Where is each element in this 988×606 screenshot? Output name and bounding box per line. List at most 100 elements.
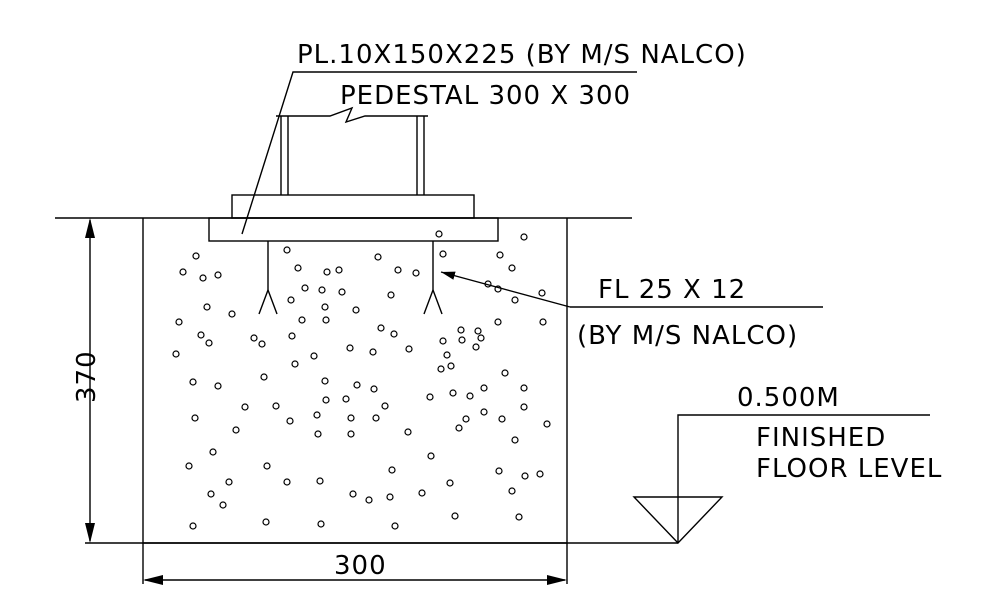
level-value: 0.500M	[737, 383, 840, 413]
aggregate-dot	[250, 334, 258, 342]
aggregate-dot	[427, 452, 435, 460]
level-triangle	[632, 496, 724, 545]
aggregate-dot	[443, 351, 451, 359]
aggregate-dot	[294, 264, 302, 272]
height-arrow-bottom	[85, 523, 95, 543]
aggregate-dot	[260, 373, 268, 381]
width-arrow-right	[547, 575, 567, 585]
aggregate-dot	[301, 284, 309, 292]
aggregate-dot	[437, 365, 445, 373]
aggregate-dot	[179, 268, 187, 276]
level-label-line1: FINISHED	[756, 423, 886, 453]
aggregate-dot	[205, 339, 213, 347]
aggregate-dot	[494, 318, 502, 326]
aggregate-dot	[370, 385, 378, 393]
aggregate-dot	[189, 522, 197, 530]
aggregate-dot	[323, 268, 331, 276]
aggregate-dot	[207, 490, 215, 498]
aggregate-dot	[349, 490, 357, 498]
aggregate-dot	[291, 360, 299, 368]
aggregate-dot	[175, 318, 183, 326]
aggregate-dot	[321, 303, 329, 311]
aggregate-dot	[338, 288, 346, 296]
concrete-aggregate	[172, 230, 551, 530]
aggregate-dot	[496, 251, 504, 259]
flat-label-line1: FL 25 X 12	[598, 275, 746, 305]
aggregate-dot	[520, 384, 528, 392]
aggregate-dot	[501, 369, 509, 377]
plate-leader	[241, 71, 637, 235]
aggregate-dot	[435, 230, 443, 238]
aggregate-dot	[214, 271, 222, 279]
aggregate-dot	[262, 518, 270, 526]
width-arrow-left	[143, 575, 163, 585]
aggregate-dot	[287, 296, 295, 304]
height-dimension-label: 370	[72, 350, 102, 403]
aggregate-dot	[342, 395, 350, 403]
aggregate-dot	[439, 337, 447, 345]
level-label-line2: FLOOR LEVEL	[756, 454, 942, 484]
aggregate-dot	[405, 345, 413, 353]
flat-label-line2: (BY M/S NALCO)	[577, 321, 798, 351]
aggregate-dot	[447, 362, 455, 370]
aggregate-dot	[347, 430, 355, 438]
aggregate-dot	[508, 487, 516, 495]
aggregate-dot	[543, 420, 551, 428]
aggregate-dot	[381, 402, 389, 410]
aggregate-dot	[474, 327, 482, 335]
aggregate-dot	[508, 264, 516, 272]
aggregate-dot	[225, 478, 233, 486]
anchor-bar-right	[423, 241, 443, 315]
aggregate-dot	[335, 266, 343, 274]
aggregate-dot	[365, 496, 373, 504]
aggregate-dot	[520, 403, 528, 411]
aggregate-dot	[318, 286, 326, 294]
aggregate-dot	[189, 378, 197, 386]
base-plate	[208, 217, 499, 242]
aggregate-dot	[232, 426, 240, 434]
aggregate-dot	[372, 414, 380, 422]
aggregate-dot	[451, 512, 459, 520]
aggregate-dot	[520, 233, 528, 241]
aggregate-dot	[388, 466, 396, 474]
width-dimension-label: 300	[334, 551, 387, 581]
aggregate-dot	[511, 296, 519, 304]
aggregate-dot	[322, 396, 330, 404]
aggregate-dot	[203, 303, 211, 311]
aggregate-dot	[199, 274, 207, 282]
aggregate-dot	[316, 477, 324, 485]
aggregate-dot	[369, 348, 377, 356]
aggregate-dot	[418, 489, 426, 497]
aggregate-dot	[515, 513, 523, 521]
pedestal-label: PEDESTAL 300 X 300	[340, 81, 631, 111]
height-arrow-top	[85, 218, 95, 238]
aggregate-dot	[386, 493, 394, 501]
aggregate-dot	[495, 467, 503, 475]
aggregate-dot	[192, 252, 200, 260]
aggregate-dot	[191, 414, 199, 422]
aggregate-dot	[317, 520, 325, 528]
plate-label: PL.10X150X225 (BY M/S NALCO)	[297, 40, 747, 70]
aggregate-dot	[298, 316, 306, 324]
aggregate-dot	[539, 318, 547, 326]
aggregate-dot	[391, 522, 399, 530]
aggregate-dot	[346, 344, 354, 352]
aggregate-dot	[263, 462, 271, 470]
aggregate-dot	[458, 336, 466, 344]
flat-leader	[440, 271, 571, 308]
aggregate-dot	[310, 352, 318, 360]
aggregate-dot	[498, 415, 506, 423]
aggregate-dot	[314, 430, 322, 438]
level-leader	[677, 414, 930, 543]
aggregate-dot	[272, 402, 280, 410]
aggregate-dot	[283, 246, 291, 254]
aggregate-dot	[390, 330, 398, 338]
aggregate-dot	[347, 414, 355, 422]
plate-upper	[231, 194, 475, 219]
aggregate-dot	[536, 470, 544, 478]
aggregate-dot	[241, 403, 249, 411]
aggregate-dot	[321, 377, 329, 385]
aggregate-dot	[521, 472, 529, 480]
aggregate-dot	[353, 381, 361, 389]
